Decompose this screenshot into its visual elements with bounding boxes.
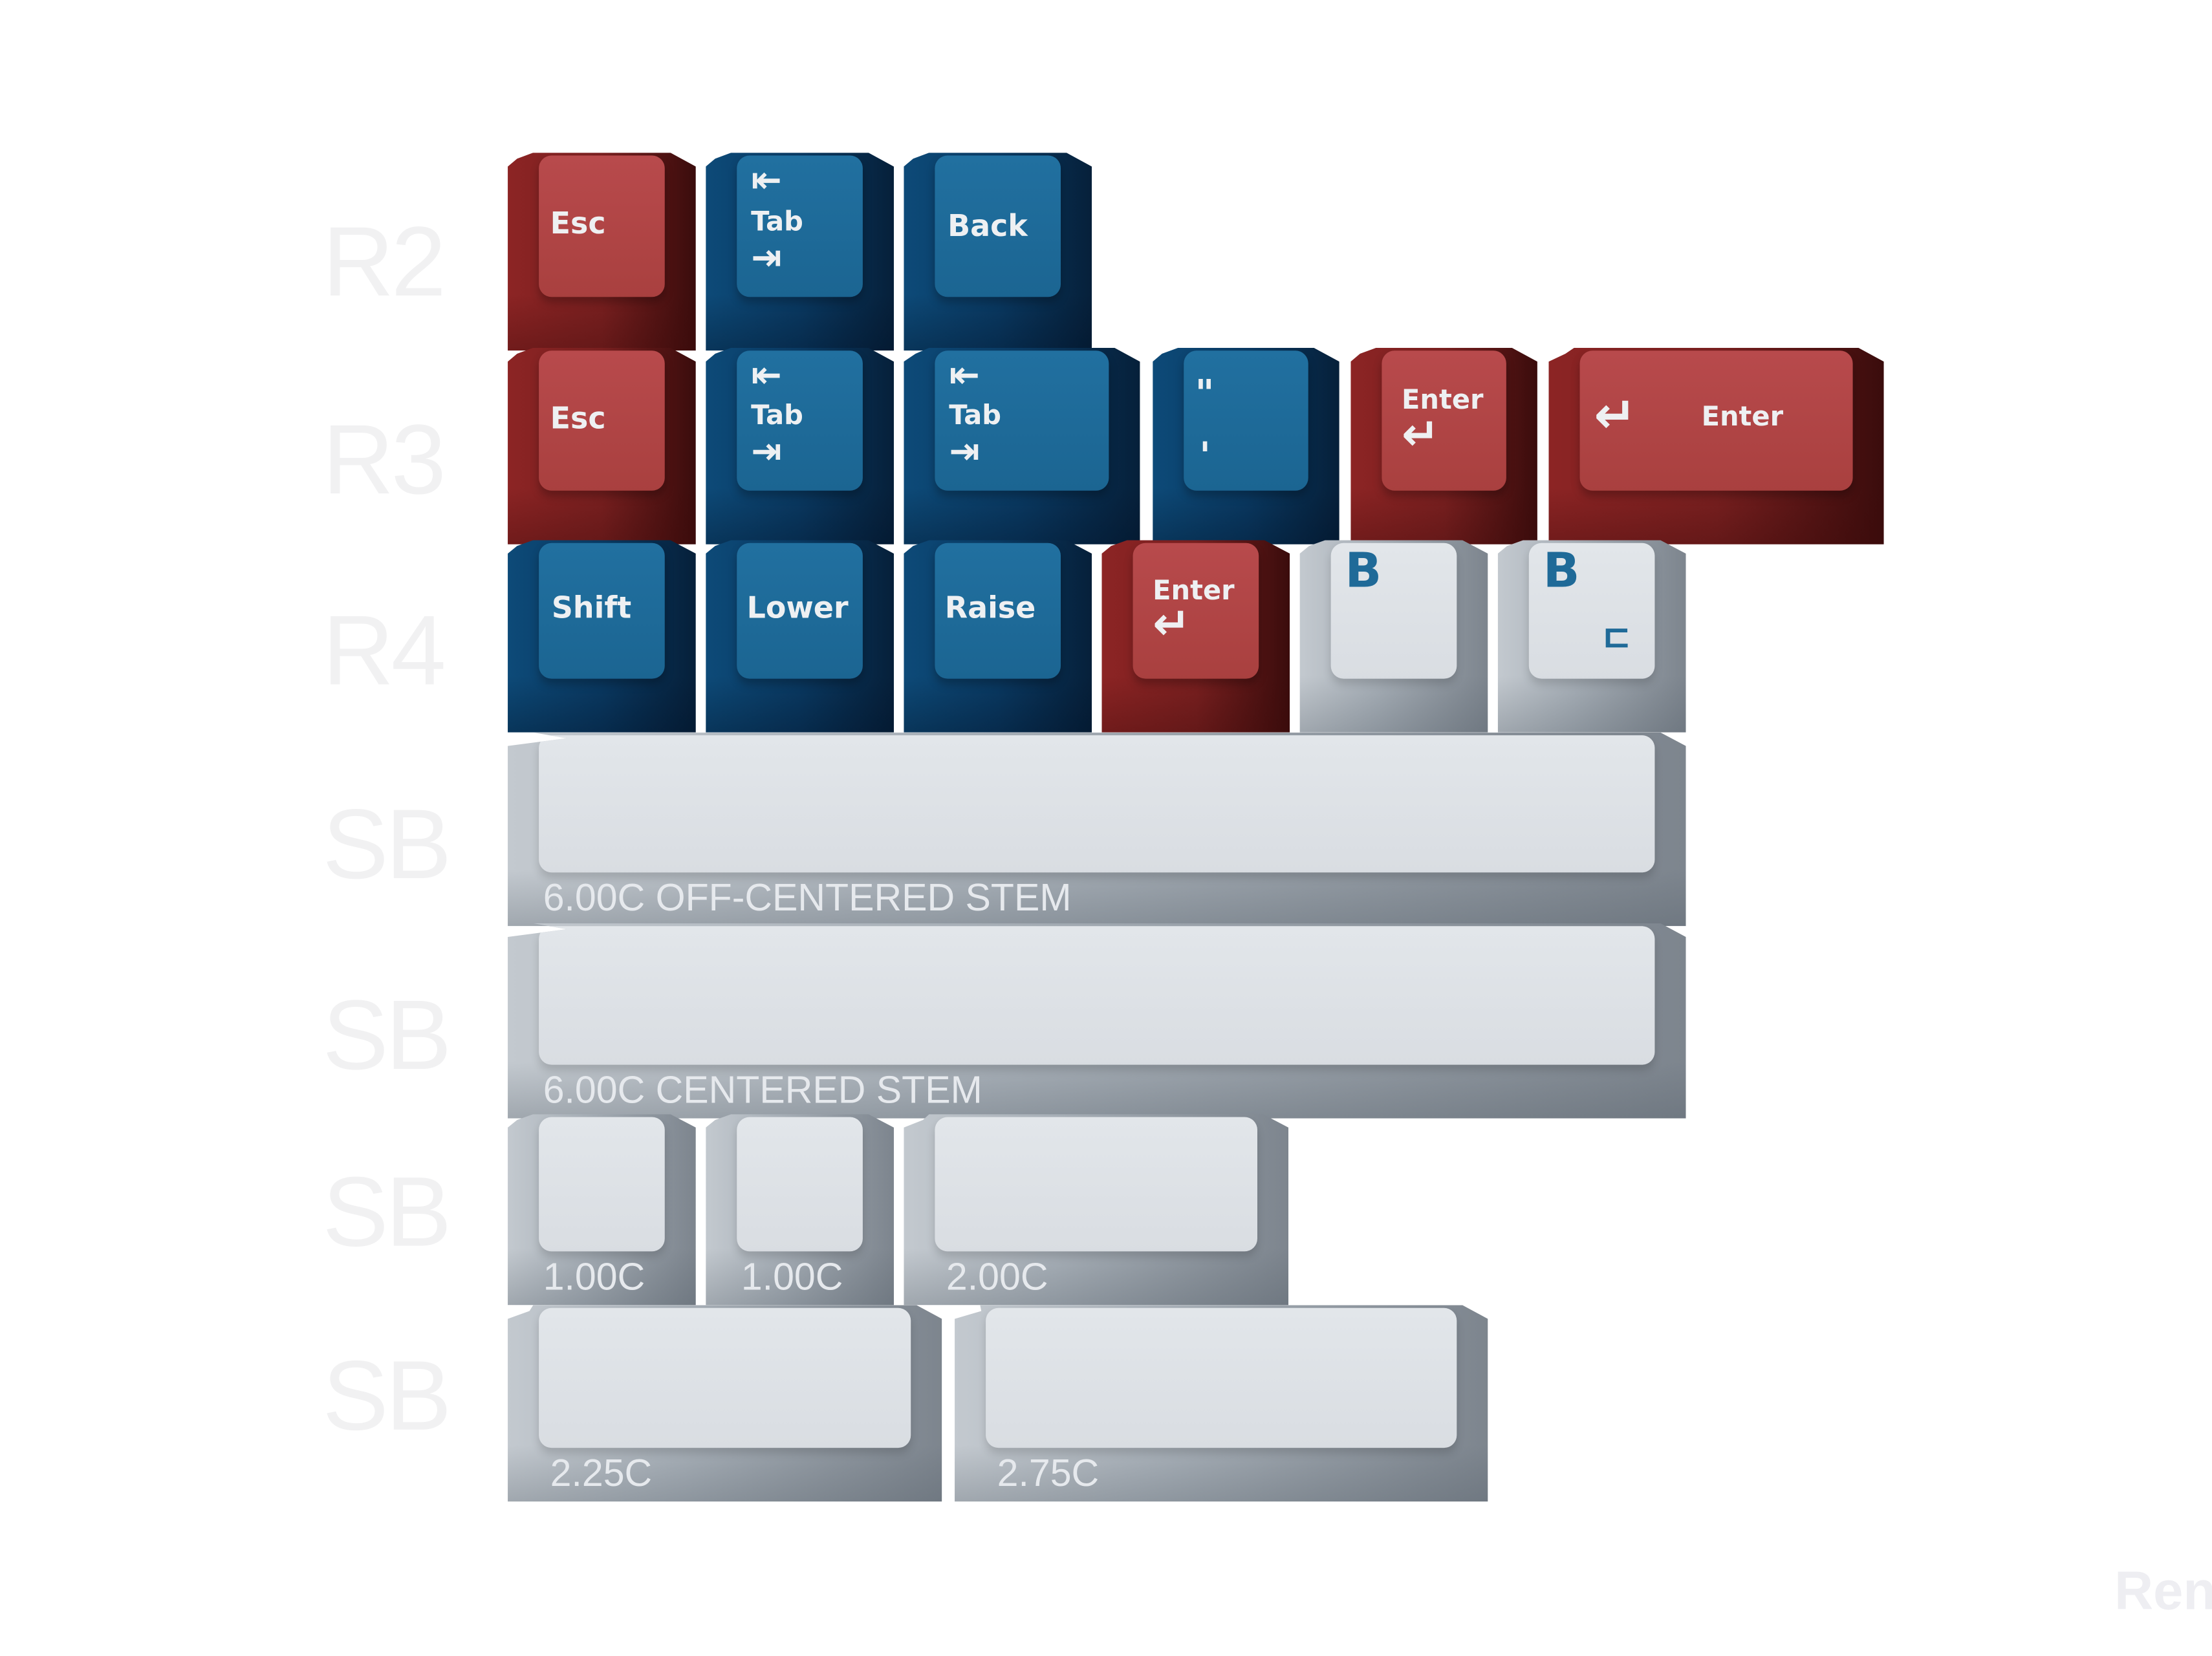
key-legend: Enter [1153, 575, 1235, 607]
size-label: 6.00C OFF-CENTERED STEM [543, 876, 1072, 919]
size-label: 2.75C [997, 1452, 1100, 1495]
row-label: R3 [322, 404, 446, 515]
tab-left-arrow-icon: ⇤ [949, 354, 980, 398]
size-label: 1.00C [543, 1255, 645, 1298]
key-legend: Lower [746, 591, 849, 625]
key-legend: Back [948, 209, 1028, 244]
key-legend: ' [1199, 435, 1211, 479]
enter-arrow-icon: ↵ [1402, 407, 1440, 461]
key-legend: Raise [944, 591, 1036, 625]
keycap-tab: ⇤ Tab ⇥ [706, 348, 894, 544]
keycap-2-75u: 2.75C [955, 1305, 1488, 1501]
key-legend: B [1543, 543, 1580, 600]
row-label: SB [322, 789, 452, 899]
keycap-back: Back [904, 153, 1092, 350]
size-label: 2.25C [550, 1452, 653, 1495]
row-label: SB [322, 1340, 452, 1451]
spacebar-6u-centered: 6.00C CENTERED STEM [508, 923, 1686, 1119]
keycap-b-hangul: B ㄷ [1498, 540, 1686, 732]
keycap-esc: Esc [508, 348, 696, 544]
enter-arrow-icon: ↵ [1153, 596, 1191, 651]
size-label: 1.00C [741, 1255, 843, 1298]
keycap-2u: 2.00C [904, 1114, 1288, 1305]
key-legend: Esc [550, 402, 606, 436]
key-legend: Esc [550, 206, 606, 241]
keycap-tab-1-25u: ⇤ Tab ⇥ [904, 348, 1140, 544]
key-legend: B [1345, 543, 1382, 600]
keycap-enter: Enter ↵ [1101, 540, 1290, 732]
enter-arrow-icon: ↵ [1594, 387, 1637, 446]
row-label: R4 [322, 595, 446, 706]
key-legend: Tab [751, 206, 803, 238]
keycap-quote: " ' [1153, 348, 1339, 544]
row-label: SB [322, 980, 452, 1090]
size-label: 2.00C [946, 1255, 1048, 1298]
keycap-esc: Esc [508, 153, 696, 350]
tab-right-arrow-icon: ⇥ [751, 237, 782, 280]
keycap-raise: Raise [904, 540, 1092, 732]
tab-right-arrow-icon: ⇥ [949, 431, 980, 474]
key-legend: Tab [751, 400, 803, 431]
spacebar-6u-off-centered: 6.00C OFF-CENTERED STEM [508, 733, 1686, 927]
watermark: Ren [2114, 1562, 2212, 1622]
keycap-b: B [1300, 540, 1488, 732]
keycap-lower: Lower [706, 540, 894, 732]
keycap-1u: 1.00C [706, 1114, 894, 1305]
row-label: R2 [322, 206, 446, 317]
keycap-1u: 1.00C [508, 1114, 696, 1305]
size-label: 6.00C CENTERED STEM [543, 1069, 982, 1112]
tab-left-arrow-icon: ⇤ [751, 160, 782, 202]
key-sublegend: ㄷ [1599, 619, 1634, 662]
key-legend: Enter [1402, 384, 1484, 416]
key-legend: Tab [949, 400, 1002, 431]
keycap-enter: Enter ↵ [1350, 348, 1537, 544]
keycap-enter-wide: ↵ Enter [1548, 348, 1883, 544]
key-legend: Shift [551, 591, 632, 625]
keycap-2-25u: 2.25C [508, 1305, 942, 1501]
row-label: SB [322, 1156, 452, 1267]
keycap-tab: ⇤ Tab ⇥ [706, 153, 894, 350]
tab-left-arrow-icon: ⇤ [751, 354, 782, 398]
key-legend: " [1195, 373, 1215, 416]
keycap-shift: Shift [508, 540, 696, 732]
key-legend: Enter [1701, 402, 1784, 433]
tab-right-arrow-icon: ⇥ [751, 431, 782, 474]
